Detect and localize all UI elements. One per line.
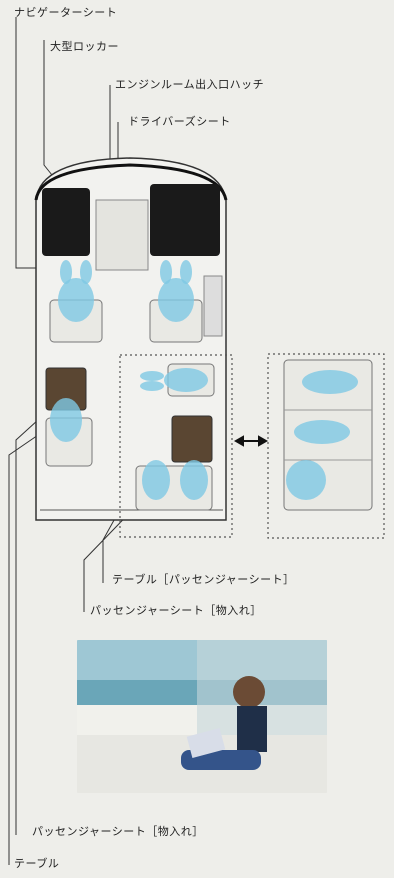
double-arrow-icon <box>233 435 269 447</box>
engine-hatch <box>95 199 149 271</box>
large-locker-right <box>150 184 220 256</box>
alt-layout-seats <box>283 359 373 511</box>
label-passenger-storage-bottom: パッセンジャーシート［物入れ］ <box>32 825 204 838</box>
label-passenger-storage-top: パッセンジャーシート［物入れ］ <box>90 604 262 617</box>
large-locker-left <box>42 188 90 256</box>
table-center <box>171 415 213 463</box>
label-navigator-seat: ナビゲーターシート <box>14 6 118 19</box>
console <box>203 275 223 337</box>
passenger-seat-center-bottom <box>135 460 213 511</box>
label-table: テーブル <box>14 857 60 870</box>
label-driver-seat: ドライバーズシート <box>128 115 231 128</box>
passenger-seat-left <box>45 398 93 467</box>
navigator-seat <box>49 260 103 343</box>
passenger-area <box>119 354 233 538</box>
label-large-locker: 大型ロッカー <box>50 40 119 53</box>
label-engine-hatch: エンジンルーム出入口ハッチ <box>115 78 265 91</box>
driver-seat <box>149 260 203 343</box>
passenger-seat-center-top <box>140 363 215 397</box>
label-table-passenger: テーブル［パッセンジャーシート］ <box>112 573 295 586</box>
lifestyle-photo <box>77 640 327 793</box>
